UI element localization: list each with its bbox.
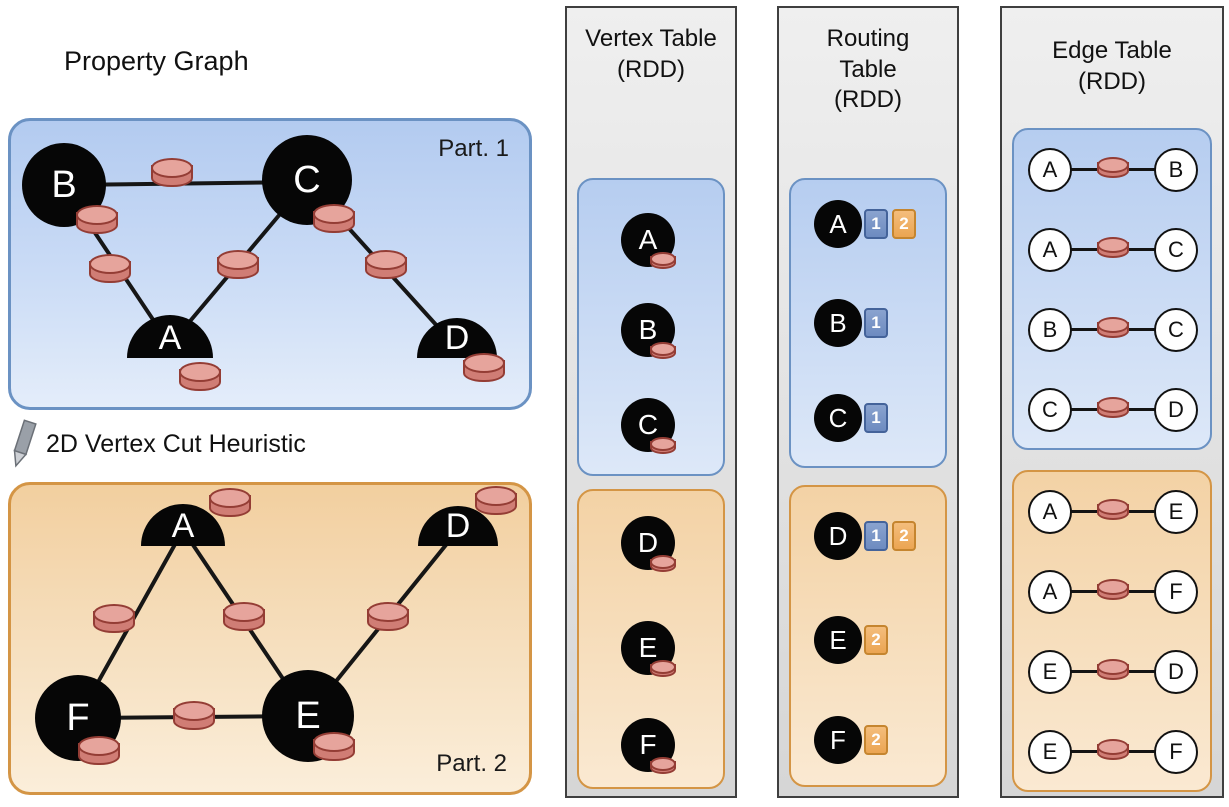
property-cylinder-icon bbox=[1097, 157, 1129, 178]
property-cylinder-icon bbox=[1097, 739, 1129, 760]
edge-table-title: Edge Table (RDD) bbox=[1002, 36, 1222, 97]
edge-dst-node: C bbox=[1154, 228, 1198, 272]
edge-table-title-line2: (RDD) bbox=[1078, 67, 1146, 95]
property-cylinder-icon bbox=[313, 732, 355, 761]
edge-dst-node: F bbox=[1154, 570, 1198, 614]
property-cylinder-icon bbox=[217, 250, 259, 279]
property-cylinder-icon bbox=[650, 555, 676, 572]
property-graph-title: Property Graph bbox=[64, 46, 249, 76]
edge-src-node: A bbox=[1028, 228, 1072, 272]
property-cylinder-icon bbox=[367, 602, 409, 631]
routing-node-d: D bbox=[814, 512, 862, 560]
property-cylinder-icon bbox=[650, 437, 676, 454]
edge-dst-node: D bbox=[1154, 388, 1198, 432]
routing-badge: 1 bbox=[864, 209, 888, 239]
edge-src-node: E bbox=[1028, 730, 1072, 774]
routing-badge: 2 bbox=[892, 209, 916, 239]
edge-dst-node: D bbox=[1154, 650, 1198, 694]
routing-node-a: A bbox=[814, 200, 862, 248]
routing-table-title-line3: (RDD) bbox=[834, 86, 902, 114]
property-cylinder-icon bbox=[93, 604, 135, 633]
property-cylinder-icon bbox=[313, 204, 355, 233]
edge-src-node: C bbox=[1028, 388, 1072, 432]
property-cylinder-icon bbox=[151, 158, 193, 187]
property-cylinder-icon bbox=[209, 488, 251, 517]
property-cylinder-icon bbox=[1097, 237, 1129, 258]
property-cylinder-icon bbox=[1097, 659, 1129, 680]
routing-badge: 2 bbox=[892, 521, 916, 551]
property-cylinder-icon bbox=[365, 250, 407, 279]
routing-node-f: F bbox=[814, 716, 862, 764]
property-cylinder-icon bbox=[223, 602, 265, 631]
routing-table-title-line2: Table bbox=[839, 55, 897, 83]
routing-node-e: E bbox=[814, 616, 862, 664]
property-cylinder-icon bbox=[76, 205, 118, 234]
edge-dst-node: B bbox=[1154, 148, 1198, 192]
edge-dst-node: F bbox=[1154, 730, 1198, 774]
routing-node-b: B bbox=[814, 299, 862, 347]
partition-2-label: Part. 2 bbox=[436, 750, 507, 777]
partition-1-label: Part. 1 bbox=[438, 135, 509, 162]
property-cylinder-icon bbox=[1097, 579, 1129, 600]
property-cylinder-icon bbox=[179, 362, 221, 391]
property-cylinder-icon bbox=[1097, 499, 1129, 520]
vertex-table-title-line1: Vertex Table bbox=[585, 25, 717, 52]
edge-dst-node: C bbox=[1154, 308, 1198, 352]
property-cylinder-icon bbox=[173, 701, 215, 730]
vertex-table-title-line2: (RDD) bbox=[617, 55, 685, 83]
property-cylinder-icon bbox=[650, 660, 676, 677]
pencil-icon bbox=[13, 419, 37, 468]
property-cylinder-icon bbox=[650, 252, 676, 269]
property-cylinder-icon bbox=[1097, 397, 1129, 418]
property-cylinder-icon bbox=[475, 486, 517, 515]
vertex-table-node-f: F bbox=[621, 718, 675, 772]
routing-table-title: Routing Table (RDD) bbox=[779, 24, 957, 116]
edge-src-node: A bbox=[1028, 148, 1072, 192]
routing-badge: 1 bbox=[864, 403, 888, 433]
property-cylinder-icon bbox=[463, 353, 505, 382]
routing-badge: 1 bbox=[864, 308, 888, 338]
property-cylinder-icon bbox=[1097, 317, 1129, 338]
routing-badge: 2 bbox=[864, 725, 888, 755]
property-cylinder-icon bbox=[650, 757, 676, 774]
edge-src-node: E bbox=[1028, 650, 1072, 694]
edge-src-node: A bbox=[1028, 570, 1072, 614]
vertex-table-title: Vertex Table (RDD) bbox=[567, 24, 735, 85]
routing-table-title-line1: Routing bbox=[826, 25, 910, 52]
routing-badge: 1 bbox=[864, 521, 888, 551]
routing-node-c: C bbox=[814, 394, 862, 442]
property-cylinder-icon bbox=[650, 342, 676, 359]
routing-badge: 2 bbox=[864, 625, 888, 655]
edge-src-node: A bbox=[1028, 490, 1072, 534]
edge-table-title-line1: Edge Table bbox=[1052, 37, 1172, 64]
property-cylinder-icon bbox=[78, 736, 120, 765]
property-cylinder-icon bbox=[89, 254, 131, 283]
heuristic-label: 2D Vertex Cut Heuristic bbox=[46, 430, 306, 458]
edge-dst-node: E bbox=[1154, 490, 1198, 534]
edge-src-node: B bbox=[1028, 308, 1072, 352]
